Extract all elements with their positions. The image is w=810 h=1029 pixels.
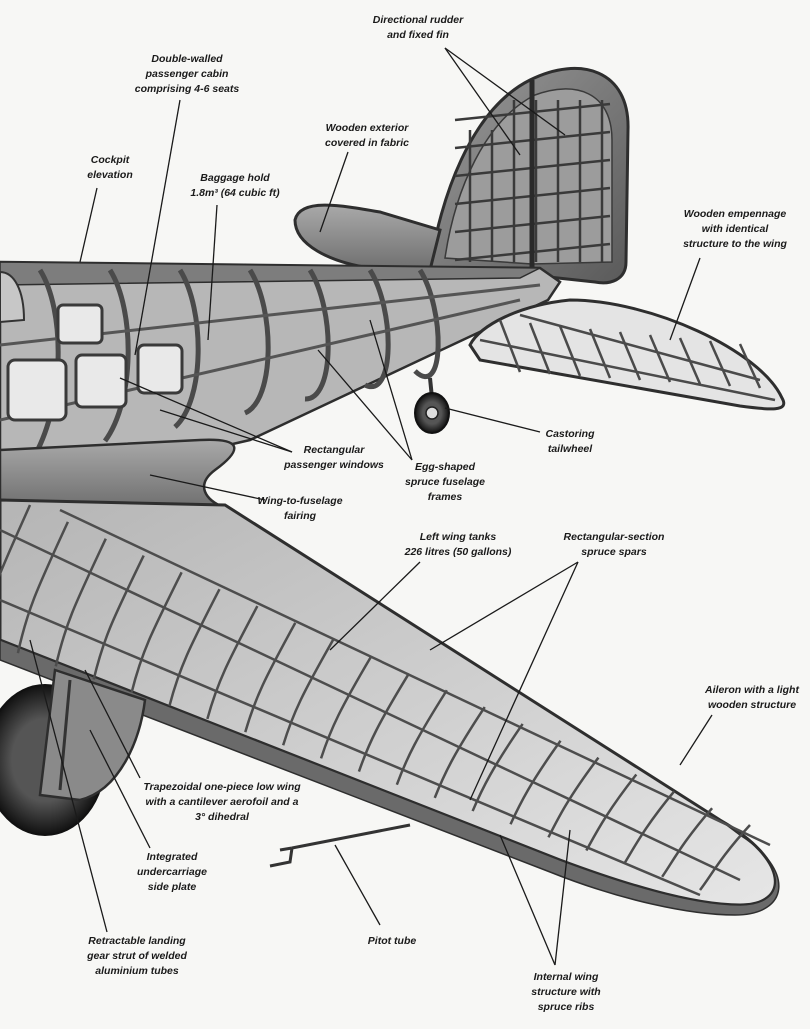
leader-line <box>84 669 141 779</box>
left-tailplane <box>293 203 442 272</box>
leader-line <box>207 204 218 341</box>
tailplane-rib <box>708 340 732 387</box>
leader-line <box>444 47 566 136</box>
main-wing <box>0 498 780 916</box>
leader-line <box>679 714 713 766</box>
wing-fairing <box>0 438 236 510</box>
leader-line <box>499 834 556 966</box>
wing-rib <box>0 504 32 578</box>
fuselage-frame <box>102 268 131 443</box>
tailplane-spar <box>519 313 761 382</box>
leader-line <box>369 319 413 461</box>
wing-rib <box>471 723 524 812</box>
wing-rib <box>395 689 448 786</box>
wing-rib <box>623 790 676 865</box>
wing-rib <box>585 773 638 852</box>
wing-rib <box>433 706 486 799</box>
wing-rib <box>206 605 259 720</box>
wing-rib <box>357 672 411 772</box>
fuselage-frame <box>243 268 271 416</box>
wing-rib <box>661 807 714 878</box>
fuselage-frame <box>32 268 61 457</box>
leader-line <box>444 47 521 156</box>
tailplane-rib <box>648 334 672 383</box>
leader-line <box>317 349 413 461</box>
tailplane-rib <box>738 343 762 389</box>
fuselage-frame <box>304 268 331 402</box>
fuselage-frame <box>413 268 441 380</box>
leader-line <box>119 377 293 453</box>
fuselage-frame <box>363 268 391 390</box>
wing-rib <box>319 655 373 759</box>
tailplane-rib <box>588 328 612 379</box>
wing-rib <box>92 554 145 680</box>
leader-line <box>79 187 98 263</box>
leader-line <box>329 561 421 651</box>
main-landing-gear <box>0 668 147 836</box>
leader-line <box>334 844 381 926</box>
wing-spar <box>0 598 701 897</box>
leader-line <box>554 829 571 966</box>
fuselage-frame <box>173 268 201 429</box>
tailplane-rib <box>528 322 552 375</box>
leader-line <box>89 729 151 849</box>
wing-rib <box>509 740 562 825</box>
wing-rib <box>547 756 600 838</box>
wing-rib <box>168 588 221 707</box>
fuselage <box>0 260 562 482</box>
tailplane-spar <box>479 338 776 402</box>
leader-line <box>29 639 108 933</box>
wing-rib <box>281 639 335 746</box>
wing-spar <box>0 528 741 882</box>
leader-line <box>149 474 266 501</box>
wing-rib <box>16 521 70 654</box>
leader-line <box>469 561 579 801</box>
wing-rib <box>54 538 107 667</box>
leader-line <box>444 407 541 433</box>
leader-line <box>134 99 181 356</box>
label-pitot: Pitot tube <box>367 935 417 947</box>
right-tailplane <box>468 298 786 411</box>
leader-line <box>429 561 579 651</box>
leader-line <box>319 151 349 233</box>
wing-rib <box>699 824 751 891</box>
pitot-tube <box>269 823 411 868</box>
wing-rib <box>130 571 183 693</box>
wing-rib <box>244 622 297 733</box>
leader-line <box>669 257 701 341</box>
wing-spar <box>59 508 771 847</box>
tailplane-rib <box>558 325 582 377</box>
leader-line <box>159 409 293 453</box>
tail-fin <box>428 66 630 285</box>
tailwheel <box>414 377 450 434</box>
